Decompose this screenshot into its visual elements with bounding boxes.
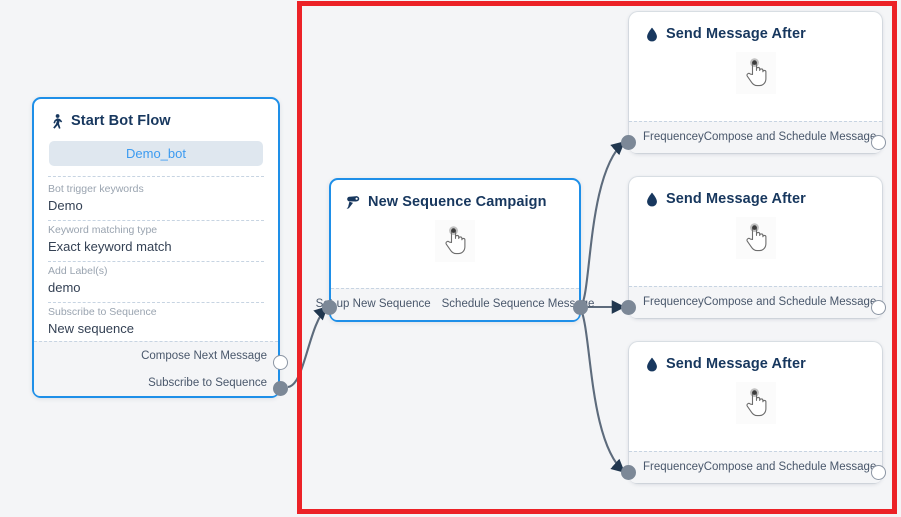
bot-name-pill[interactable]: Demo_bot: [49, 141, 263, 166]
input-port-new-sequence-campaign[interactable]: [322, 300, 337, 315]
footer-label-setup-new-sequence: Set-up New Sequence: [315, 298, 431, 310]
output-port-new-sequence-campaign[interactable]: [573, 300, 588, 315]
water-drop-icon: [644, 191, 659, 207]
node-title: Send Message After: [629, 342, 882, 372]
field-label: Subscribe to Sequence: [48, 306, 157, 318]
output-port-compose-next-message[interactable]: [273, 355, 288, 370]
node-title: Start Bot Flow: [34, 99, 278, 129]
node-title-text: Send Message After: [666, 356, 806, 372]
node-body-placeholder: [629, 207, 882, 269]
field-subscribe-to-sequence[interactable]: Subscribe to Sequence New sequence: [48, 303, 264, 344]
node-footer: Frequencey Compose and Schedule Message: [629, 286, 882, 318]
node-start-bot-flow[interactable]: Start Bot Flow Demo_bot Bot trigger keyw…: [32, 97, 280, 398]
node-title-text: Send Message After: [666, 26, 806, 42]
field-bot-trigger-keywords[interactable]: Bot trigger keywords Demo: [48, 176, 264, 221]
node-title-text: Start Bot Flow: [71, 113, 171, 129]
node-title-text: Send Message After: [666, 191, 806, 207]
footer-label-schedule-sequence-message: Schedule Sequence Message: [441, 298, 595, 310]
field-label: Keyword matching type: [48, 224, 158, 236]
hand-pointer-cursor-icon: [735, 382, 776, 424]
edge-campaign-to-message-1: [579, 141, 626, 308]
output-label: Compose Next Message: [141, 349, 267, 362]
field-label: Add Label(s): [48, 265, 108, 277]
node-footer: Frequencey Compose and Schedule Message: [629, 451, 882, 483]
field-value: Demo: [48, 198, 83, 213]
node-footer: Compose Next Message Subscribe to Sequen…: [34, 341, 278, 396]
edge-start-to-campaign: [287, 306, 328, 389]
input-port-send-message-after-1[interactable]: [621, 135, 636, 150]
node-footer: Frequencey Compose and Schedule Message: [629, 121, 882, 153]
footer-label-frequencey: Frequencey: [643, 461, 704, 473]
node-title: Send Message After: [629, 177, 882, 207]
node-send-message-after-3[interactable]: Send Message After Frequencey Compose an…: [629, 342, 882, 483]
footer-output-labels[interactable]: Frequencey Compose and Schedule Message: [629, 122, 882, 152]
water-drop-icon: [644, 356, 659, 372]
node-body-placeholder: [629, 372, 882, 434]
node-title-text: New Sequence Campaign: [368, 194, 547, 210]
node-new-sequence-campaign[interactable]: New Sequence Campaign Set-up New Sequenc…: [316, 178, 595, 322]
footer-label-frequencey: Frequencey: [643, 296, 704, 308]
node-send-message-after-2[interactable]: Send Message After Frequencey Compose an…: [629, 177, 882, 318]
footer-label-compose-and-schedule-message: Compose and Schedule Message: [703, 131, 877, 143]
output-port-send-message-after-3[interactable]: [871, 465, 886, 480]
field-value: New sequence: [48, 321, 134, 336]
field-add-labels[interactable]: Add Label(s) demo: [48, 262, 264, 303]
output-port-subscribe-to-sequence[interactable]: [273, 381, 288, 396]
node-title: New Sequence Campaign: [331, 180, 579, 210]
edge-campaign-to-message-3: [579, 306, 626, 473]
sequence-campaign-icon: [346, 194, 361, 210]
hand-pointer-cursor-icon: [735, 217, 776, 259]
node-body-placeholder: [629, 42, 882, 104]
field-keyword-matching-type[interactable]: Keyword matching type Exact keyword matc…: [48, 221, 264, 262]
footer-output-labels[interactable]: Frequencey Compose and Schedule Message: [629, 287, 882, 317]
footer-label-compose-and-schedule-message: Compose and Schedule Message: [703, 461, 877, 473]
field-value: Exact keyword match: [48, 239, 172, 254]
footer-output-labels[interactable]: Set-up New Sequence Schedule Sequence Me…: [316, 289, 595, 319]
input-port-send-message-after-3[interactable]: [621, 465, 636, 480]
node-title: Send Message After: [629, 12, 882, 42]
node-body-placeholder: [331, 210, 579, 272]
hand-pointer-cursor-icon: [435, 220, 475, 262]
input-port-send-message-after-2[interactable]: [621, 300, 636, 315]
output-port-send-message-after-2[interactable]: [871, 300, 886, 315]
footer-output-labels[interactable]: Frequencey Compose and Schedule Message: [629, 452, 882, 482]
footer-label-compose-and-schedule-message: Compose and Schedule Message: [703, 296, 877, 308]
hand-pointer-cursor-icon: [735, 52, 776, 94]
output-port-send-message-after-1[interactable]: [871, 135, 886, 150]
footer-label-frequencey: Frequencey: [643, 131, 704, 143]
output-label: Subscribe to Sequence: [148, 376, 267, 389]
output-row-compose-next-message[interactable]: Compose Next Message: [34, 342, 278, 369]
output-row-subscribe-to-sequence[interactable]: Subscribe to Sequence: [34, 369, 278, 396]
node-footer: Set-up New Sequence Schedule Sequence Me…: [316, 288, 595, 320]
field-label: Bot trigger keywords: [48, 183, 144, 195]
water-drop-icon: [644, 26, 659, 42]
node-send-message-after-1[interactable]: Send Message After Frequencey Compose an…: [629, 12, 882, 153]
running-person-icon: [49, 113, 64, 129]
field-value: demo: [48, 280, 81, 295]
field-list: Bot trigger keywords Demo Keyword matchi…: [48, 176, 264, 344]
